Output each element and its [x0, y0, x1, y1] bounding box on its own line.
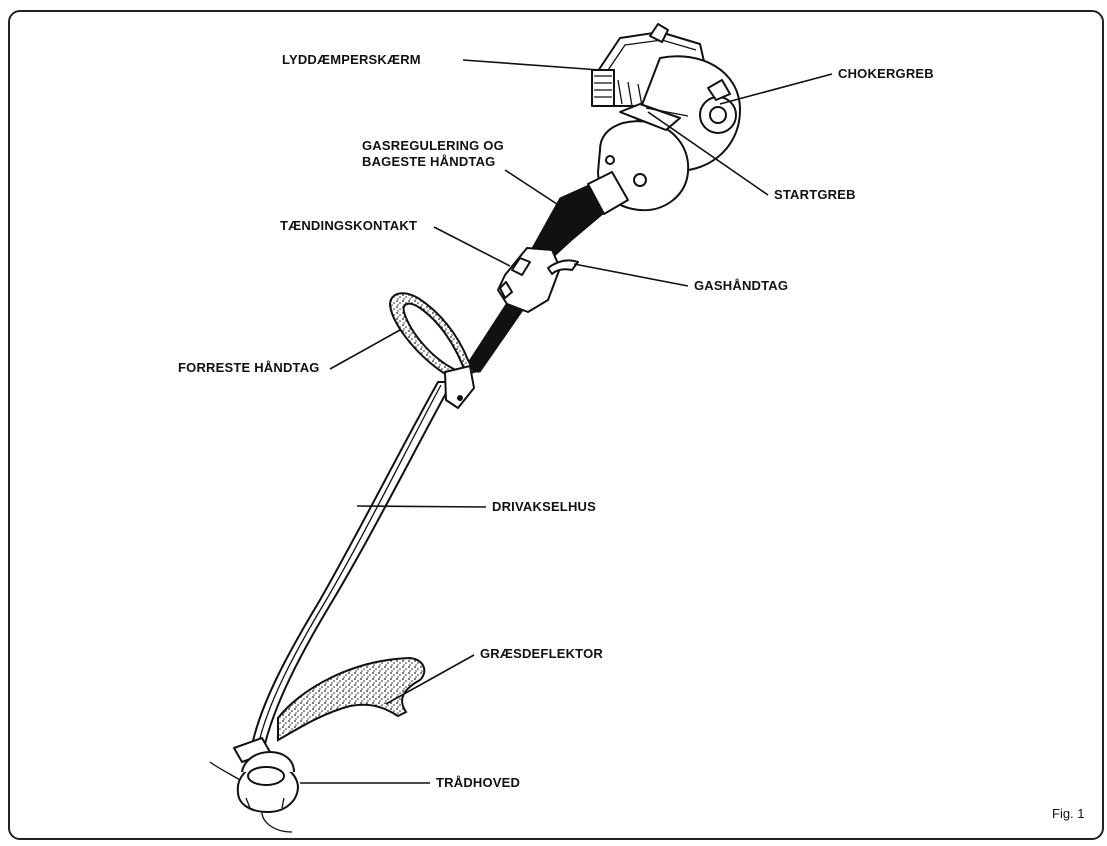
leader-muffler-shield — [463, 60, 600, 70]
label-throttle-trigger: GASHÅNDTAG — [694, 278, 788, 293]
engine — [588, 24, 740, 214]
label-grass-deflector: GRÆSDEFLEKTOR — [480, 646, 603, 661]
label-ignition-switch: TÆNDINGSKONTAKT — [280, 218, 417, 233]
leader-front-handle — [330, 330, 400, 369]
trimmer-head-shape — [210, 738, 298, 832]
label-front-handle: FORRESTE HÅNDTAG — [178, 360, 320, 375]
label-muffler-shield: LYDDÆMPERSKÆRM — [282, 52, 421, 67]
leader-ignition-switch — [434, 227, 510, 266]
label-choke-lever: CHOKERGREB — [838, 66, 934, 81]
leader-drive-shaft-housing — [357, 506, 486, 507]
callout-labels: LYDDÆMPERSKÆRM CHOKERGREB GASREGULERING … — [178, 52, 934, 790]
leader-throttle-trigger — [574, 264, 688, 286]
grass-deflector-shape — [278, 658, 424, 740]
label-drive-shaft-housing: DRIVAKSELHUS — [492, 499, 596, 514]
rear-handle — [498, 248, 560, 312]
label-throttle-line2: BAGESTE HÅNDTAG — [362, 154, 495, 169]
figure-number: Fig. 1 — [1052, 806, 1085, 821]
leader-throttle-rear-handle — [505, 170, 566, 210]
label-trimmer-head: TRÅDHOVED — [436, 775, 520, 790]
label-throttle-line1: GASREGULERING OG — [362, 138, 504, 153]
label-starter-grip: STARTGREB — [774, 187, 856, 202]
front-loop-handle — [390, 293, 474, 378]
